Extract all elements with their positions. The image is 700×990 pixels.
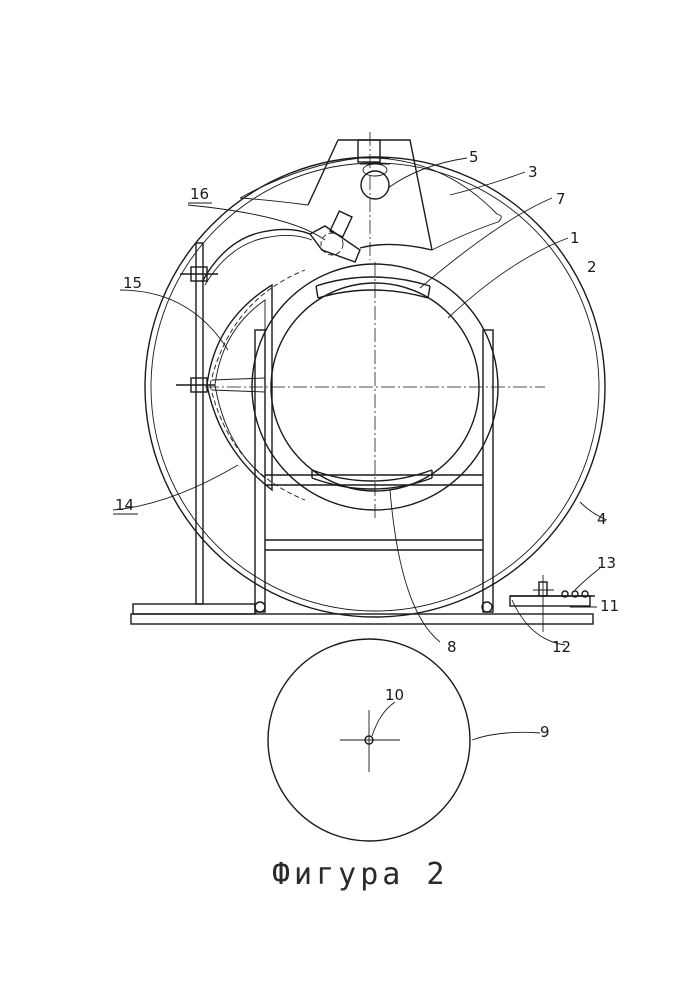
label-13: 13 xyxy=(597,554,616,572)
label-1: 1 xyxy=(570,229,580,247)
support-pad-8 xyxy=(311,469,433,490)
support-pad-7 xyxy=(315,276,431,299)
figure-caption: Фигура 2 xyxy=(272,857,449,892)
label-14: 14 xyxy=(115,496,134,514)
label-16: 16 xyxy=(190,185,209,203)
reflector xyxy=(206,269,306,501)
nozzle-16 xyxy=(201,210,361,286)
label-7: 7 xyxy=(556,190,566,208)
label-3: 3 xyxy=(528,163,538,181)
label-9: 9 xyxy=(540,723,550,741)
label-12: 12 xyxy=(552,638,571,656)
label-15: 15 xyxy=(123,274,142,292)
label-8: 8 xyxy=(447,638,457,656)
hood xyxy=(239,132,502,260)
label-2: 2 xyxy=(587,258,597,276)
bottom-disc xyxy=(267,638,471,842)
frame xyxy=(254,329,494,613)
fitting-5 xyxy=(360,157,390,200)
inner-chamber xyxy=(205,262,545,520)
label-10: 10 xyxy=(385,686,404,704)
base-plate xyxy=(130,603,594,625)
outer-drum xyxy=(144,156,606,618)
leader-lines xyxy=(112,157,608,741)
label-5: 5 xyxy=(469,148,479,166)
label-4: 4 xyxy=(597,510,607,528)
label-11: 11 xyxy=(600,597,619,615)
sensor-assembly xyxy=(509,575,595,632)
